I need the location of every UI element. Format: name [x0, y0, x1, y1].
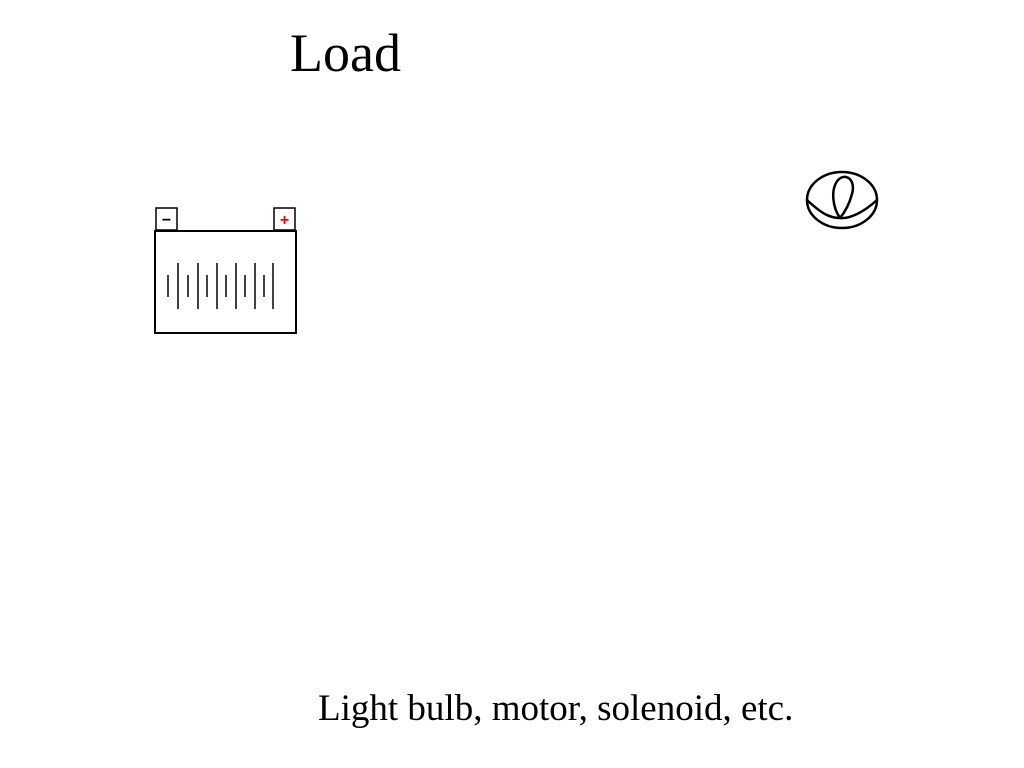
positive-terminal: + — [273, 207, 296, 231]
positive-terminal-sign: + — [280, 212, 289, 229]
battery-cell-plates — [167, 263, 274, 309]
slide-title: Load — [290, 23, 401, 83]
slide-caption: Light bulb, motor, solenoid, etc. — [318, 688, 794, 729]
lamp-filament — [806, 175, 878, 220]
negative-terminal-sign: − — [162, 212, 171, 229]
battery-icon: − + — [154, 207, 297, 334]
negative-terminal: − — [155, 207, 178, 231]
lamp-outline — [805, 170, 879, 230]
lamp-icon — [805, 170, 879, 230]
